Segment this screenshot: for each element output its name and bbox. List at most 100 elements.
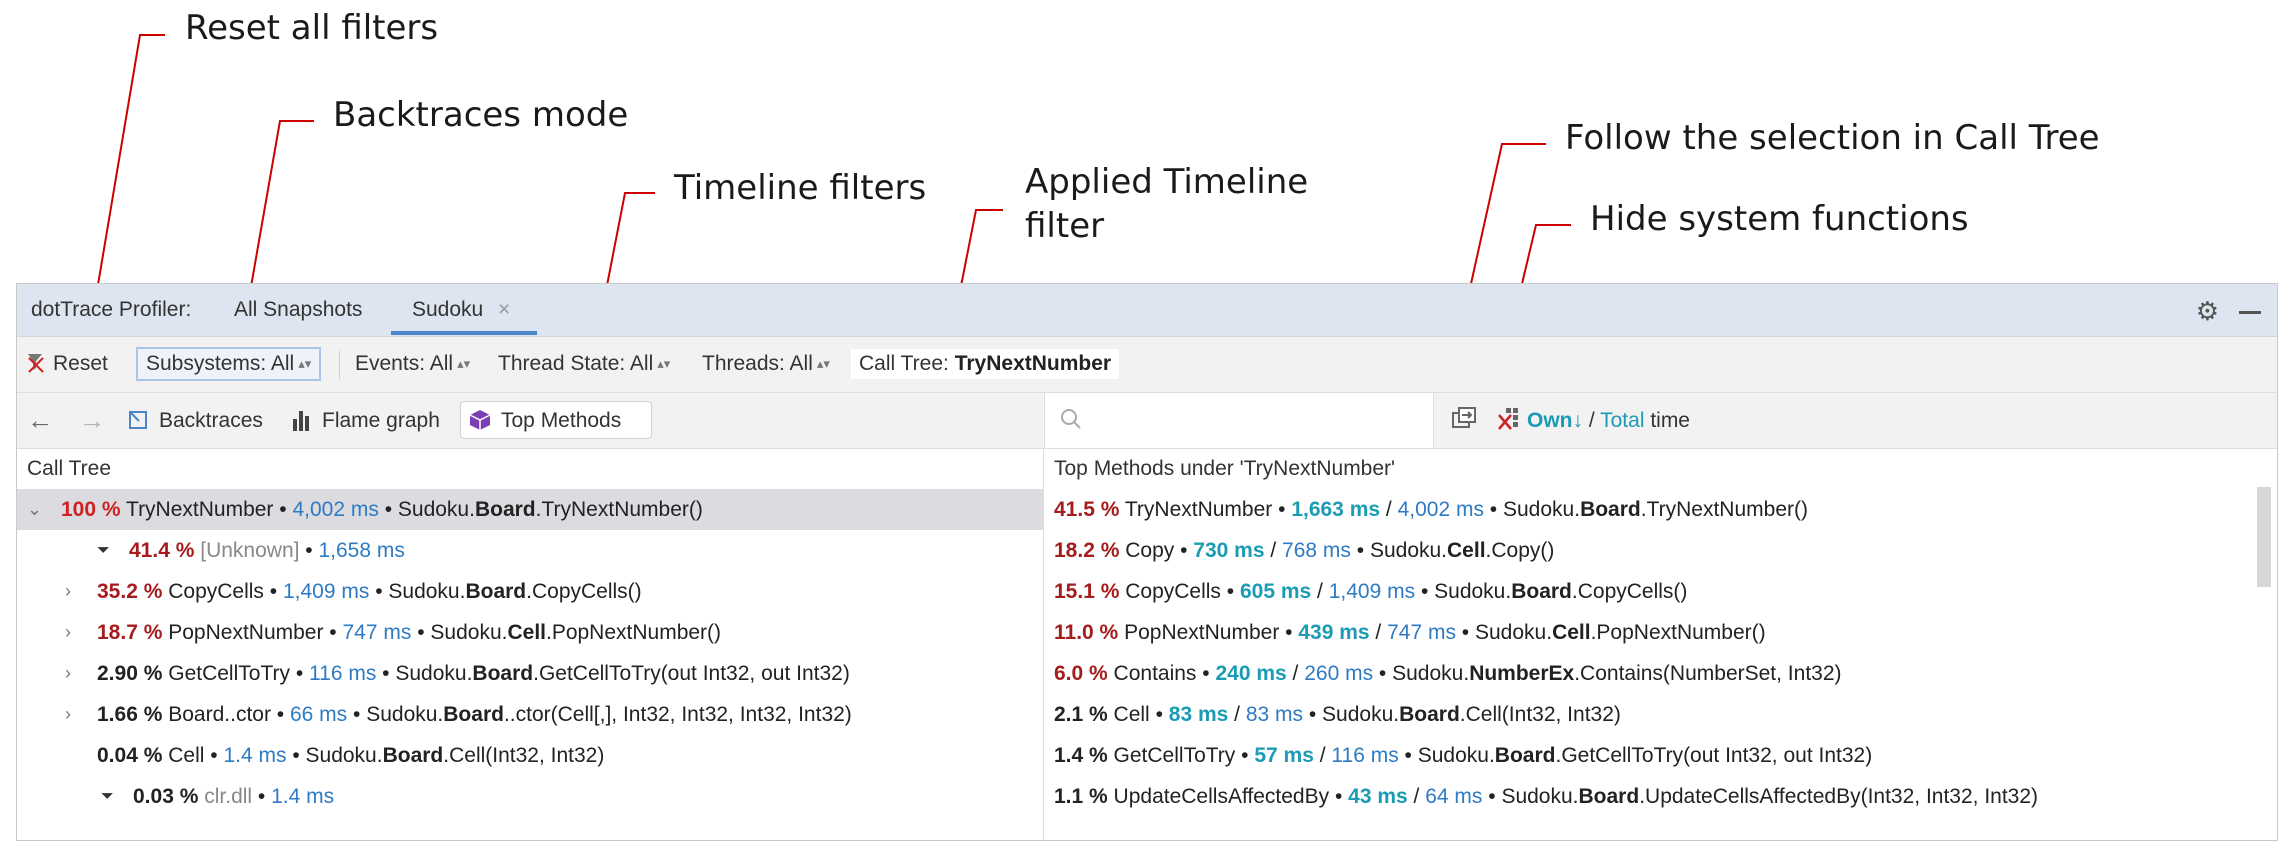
events-filter[interactable]: Events: All▴▾ xyxy=(355,349,470,379)
tree-row[interactable]: 0.04 % Cell • 1.4 ms • Sudoku.Board.Cell… xyxy=(17,735,1043,776)
row-time: 1,409 ms xyxy=(282,580,370,603)
separator-dot: • xyxy=(369,580,389,603)
follow-selection-icon[interactable] xyxy=(1450,405,1478,439)
tree-row[interactable]: › 18.7 % PopNextNumber • 747 ms • Sudoku… xyxy=(17,612,1043,653)
row-method: UpdateCellsAffectedBy xyxy=(1113,785,1330,808)
annotation-applied-line1: Applied Timeline xyxy=(1025,162,1309,202)
thread-state-label: Thread State: All xyxy=(498,352,654,375)
row-method: GetCellToTry xyxy=(168,662,290,685)
row-percent: 18.2 % xyxy=(1054,539,1120,562)
row-time: 1.4 ms xyxy=(223,744,287,767)
separator xyxy=(339,351,340,379)
row-method: Copy xyxy=(1125,539,1175,562)
method-row[interactable]: 41.5 % TryNextNumber • 1,663 ms / 4,002 … xyxy=(1054,498,1808,521)
row-method: PopNextNumber xyxy=(1124,621,1280,644)
updown-icon: ▴▾ xyxy=(657,356,671,371)
thread-state-filter[interactable]: Thread State: All▴▾ xyxy=(498,349,670,379)
own-time-toggle[interactable]: Own↓ xyxy=(1527,409,1583,432)
row-signature: .PopNextNumber() xyxy=(1590,621,1766,644)
row-signature: .GetCellToTry(out Int32, out Int32) xyxy=(533,662,850,685)
reset-filter-icon xyxy=(28,354,44,373)
method-row[interactable]: 6.0 % Contains • 240 ms / 260 ms • Sudok… xyxy=(1054,662,1842,685)
close-tab-icon[interactable]: × xyxy=(498,298,511,321)
back-arrow-icon[interactable]: ← xyxy=(27,405,53,435)
row-signature: .CopyCells() xyxy=(526,580,642,603)
tab-sudoku[interactable]: Sudoku xyxy=(412,298,484,321)
search-box[interactable] xyxy=(1044,393,1434,448)
row-percent: 2.90 % xyxy=(97,662,163,685)
row-own-time: 1,663 ms xyxy=(1291,498,1381,521)
separator-dot: • xyxy=(1482,785,1502,808)
row-own-time: 43 ms xyxy=(1348,785,1408,808)
row-percent: 100 % xyxy=(61,498,121,521)
separator-dot: • xyxy=(286,744,306,767)
chevron-right-icon[interactable]: › xyxy=(65,622,71,642)
tree-row[interactable]: › 1.66 % Board..ctor • 66 ms • Sudoku.Bo… xyxy=(17,694,1043,735)
tree-row[interactable]: ⏷ 0.03 % clr.dll • 1.4 ms xyxy=(17,776,1043,817)
separator-dot: • xyxy=(1303,703,1323,726)
separator-dot: • xyxy=(252,785,272,808)
row-signature: .UpdateCellsAffectedBy(Int32, Int32, Int… xyxy=(1639,785,2039,808)
row-total-time: 1,409 ms xyxy=(1328,580,1416,603)
row-total-time: 116 ms xyxy=(1331,744,1399,767)
row-method: Cell xyxy=(1113,703,1150,726)
call-tree-filter[interactable]: Call Tree: TryNextNumber xyxy=(851,349,1120,379)
flame-graph-label: Flame graph xyxy=(322,409,440,432)
tab-all-snapshots[interactable]: All Snapshots xyxy=(234,298,363,321)
method-row[interactable]: 1.4 % GetCellToTry • 57 ms / 116 ms • Su… xyxy=(1054,744,1873,767)
row-class: Board xyxy=(465,580,527,603)
top-methods-button[interactable]: Top Methods xyxy=(460,401,652,439)
tree-row[interactable]: ⌄ 100 % TryNextNumber • 4,002 ms • Sudok… xyxy=(17,489,1043,530)
minimize-icon[interactable] xyxy=(2239,311,2261,314)
filter-node-icon: ⏷ xyxy=(101,788,114,805)
annotation-hide: Hide system functions xyxy=(1590,199,1969,239)
chevron-right-icon[interactable]: › xyxy=(65,704,71,724)
chevron-right-icon[interactable]: › xyxy=(65,663,71,683)
row-total-time: 768 ms xyxy=(1282,539,1351,562)
top-methods-header: Top Methods under 'TryNextNumber' xyxy=(1054,457,1396,480)
time-slash: / xyxy=(1583,409,1601,432)
row-method: clr.dll xyxy=(204,785,253,808)
reset-callout-line xyxy=(83,34,165,369)
row-percent: 2.1 % xyxy=(1054,703,1108,726)
method-row[interactable]: 15.1 % CopyCells • 605 ms / 1,409 ms • S… xyxy=(1054,580,1688,603)
flame-graph-button[interactable]: Flame graph xyxy=(292,409,440,433)
separator-dot: • xyxy=(1373,662,1393,685)
row-namespace: Sudoku. xyxy=(1501,785,1579,808)
scrollbar[interactable] xyxy=(2257,487,2271,587)
separator-dot: • xyxy=(1196,662,1216,685)
method-row[interactable]: 11.0 % PopNextNumber • 439 ms / 747 ms •… xyxy=(1054,621,1766,644)
tree-row[interactable]: › 35.2 % CopyCells • 1,409 ms • Sudoku.B… xyxy=(17,571,1043,612)
row-time: 747 ms xyxy=(342,621,412,644)
forward-arrow-icon[interactable]: → xyxy=(79,405,105,435)
separator-dot: • xyxy=(323,621,343,644)
threads-filter[interactable]: Threads: All▴▾ xyxy=(702,349,830,379)
method-row[interactable]: 1.1 % UpdateCellsAffectedBy • 43 ms / 64… xyxy=(1054,785,2039,808)
method-row[interactable]: 18.2 % Copy • 730 ms / 768 ms • Sudoku.C… xyxy=(1054,539,1555,562)
hide-system-functions-icon[interactable] xyxy=(1497,405,1525,439)
chevron-right-icon[interactable]: › xyxy=(65,581,71,601)
separator-dot: • xyxy=(1272,498,1292,521)
total-time-toggle[interactable]: Total xyxy=(1600,409,1645,432)
row-signature: .CopyCells() xyxy=(1571,580,1688,603)
tree-row[interactable]: ⏷ 41.4 % [Unknown] • 1,658 ms xyxy=(17,530,1043,571)
separator-dot: • xyxy=(1235,744,1255,767)
row-own-time: 57 ms xyxy=(1254,744,1314,767)
backtraces-button[interactable]: Backtraces xyxy=(127,409,263,433)
separator-dot: • xyxy=(204,744,224,767)
row-method: Board..ctor xyxy=(168,703,271,726)
subsystems-filter[interactable]: Subsystems: All▴▾ xyxy=(136,347,322,381)
row-signature: .TryNextNumber() xyxy=(535,498,703,521)
row-method: Cell xyxy=(168,744,205,767)
chevron-down-icon[interactable]: ⌄ xyxy=(27,499,43,519)
gear-icon[interactable]: ⚙ xyxy=(2195,296,2219,326)
reset-filters-button[interactable]: Reset xyxy=(25,349,108,379)
separator-dot: • xyxy=(1149,703,1169,726)
subsystems-label: Subsystems: All xyxy=(146,352,295,375)
row-namespace: Sudoku. xyxy=(1322,703,1400,726)
method-row[interactable]: 2.1 % Cell • 83 ms / 83 ms • Sudoku.Boar… xyxy=(1054,703,1621,726)
row-namespace: Sudoku. xyxy=(1434,580,1512,603)
tree-row[interactable]: › 2.90 % GetCellToTry • 116 ms • Sudoku.… xyxy=(17,653,1043,694)
row-namespace: Sudoku. xyxy=(1503,498,1581,521)
row-namespace: Sudoku. xyxy=(1417,744,1495,767)
